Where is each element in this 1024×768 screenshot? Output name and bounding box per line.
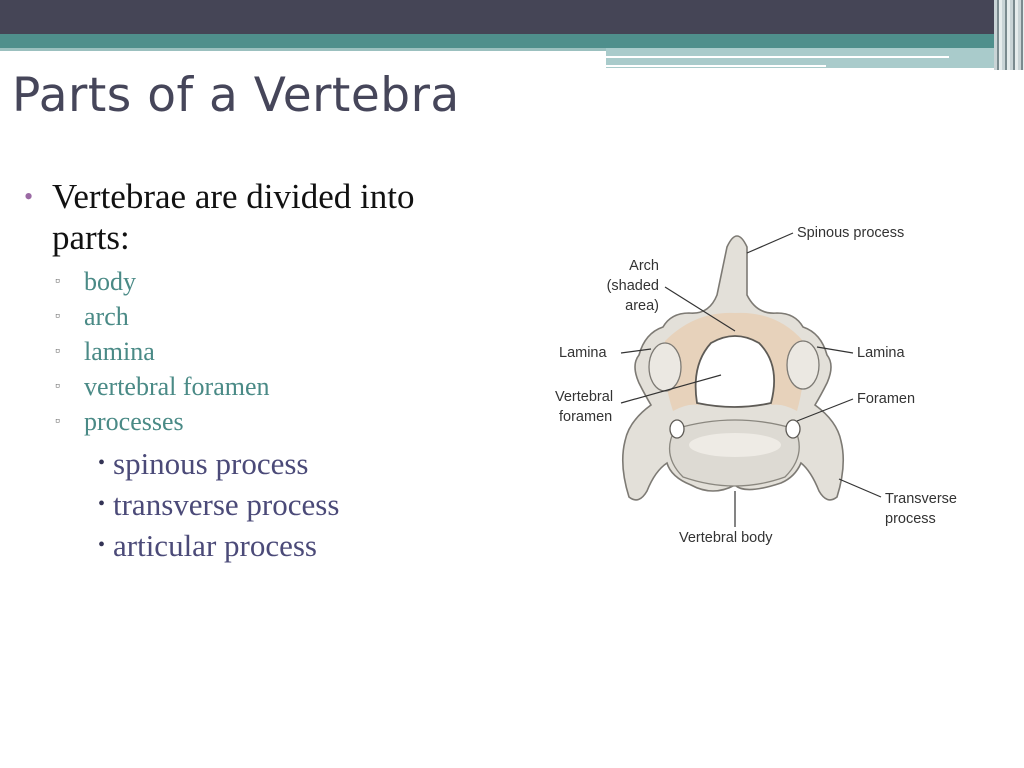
label-arch: Arch	[629, 258, 659, 274]
label-lamina-left: Lamina	[559, 345, 607, 361]
label-vertebral-foramen: Vertebral	[555, 389, 613, 405]
sub-bullet-vertebral-foramen: ▫ vertebral foramen	[22, 369, 462, 404]
square-bullet-icon: ▫	[55, 344, 60, 359]
sub-bullet-body: ▫ body	[22, 264, 462, 299]
label-vertebral-foramen-2: foramen	[559, 409, 612, 425]
sub-sub-bullet-text: spinous process	[113, 446, 309, 481]
label-transverse-process-2: process	[885, 511, 936, 527]
foramen-left-hole	[669, 419, 685, 439]
label-lamina-right: Lamina	[857, 345, 905, 361]
square-bullet-icon: ▫	[55, 379, 60, 394]
header-band-teal	[0, 34, 1024, 48]
sub-sub-bullet-spinous: • spinous process	[22, 443, 462, 484]
vertebral-body-highlight	[689, 433, 781, 457]
sub-bullet-processes: ▫ processes	[22, 404, 462, 439]
dot-bullet-icon: •	[98, 534, 106, 556]
arch-shaded-area	[664, 312, 805, 411]
sub-bullet-arch: ▫ arch	[22, 299, 462, 334]
leader-lines	[620, 232, 882, 527]
label-arch-area: area)	[625, 298, 659, 314]
foramen-right-hole	[785, 419, 801, 439]
label-transverse-process: Transverse	[885, 491, 957, 507]
vertebra-illustration: Spinous process Arch (shaded area) Lamin…	[555, 225, 957, 546]
dot-bullet-icon: •	[98, 452, 106, 474]
header-divider-line	[606, 65, 826, 67]
bullet-list: • Vertebrae are divided into parts: ▫ bo…	[22, 176, 462, 566]
sub-sub-bullet-text: transverse process	[113, 487, 340, 522]
sub-bullet-text: lamina	[84, 337, 155, 366]
sub-sub-bullet-articular: • articular process	[22, 525, 462, 566]
vertebra-diagram: Spinous process Arch (shaded area) Lamin…	[545, 215, 975, 555]
sub-bullet-text: arch	[84, 302, 129, 331]
bullet-dot-icon: •	[24, 182, 34, 211]
bullet-level1: • Vertebrae are divided into parts:	[22, 176, 462, 258]
header-band-light	[0, 48, 606, 51]
vertebral-foramen-hole	[694, 335, 776, 408]
lamina-left-shape	[648, 342, 682, 392]
sub-sub-bullet-transverse: • transverse process	[22, 484, 462, 525]
label-arch-shaded: (shaded	[607, 278, 659, 294]
label-spinous-process: Spinous process	[797, 225, 904, 241]
header-stripes	[994, 0, 1024, 70]
slide-title: Parts of a Vertebra	[12, 68, 460, 123]
sub-bullet-lamina: ▫ lamina	[22, 334, 462, 369]
header-band-dark	[0, 0, 1024, 34]
sub-bullet-text: processes	[84, 407, 184, 436]
header-divider-line	[606, 56, 949, 58]
square-bullet-icon: ▫	[55, 309, 60, 324]
dot-bullet-icon: •	[98, 493, 106, 515]
lamina-right-shape	[786, 340, 820, 390]
bullet-text: Vertebrae are divided into parts:	[52, 177, 415, 257]
sub-bullet-text: body	[84, 267, 136, 296]
label-foramen: Foramen	[857, 391, 915, 407]
label-vertebral-body: Vertebral body	[679, 530, 773, 546]
sub-bullet-text: vertebral foramen	[84, 372, 270, 401]
sub-sub-bullet-text: articular process	[113, 528, 317, 563]
header-band-light-right	[606, 48, 1024, 68]
square-bullet-icon: ▫	[55, 274, 60, 289]
square-bullet-icon: ▫	[55, 414, 60, 429]
